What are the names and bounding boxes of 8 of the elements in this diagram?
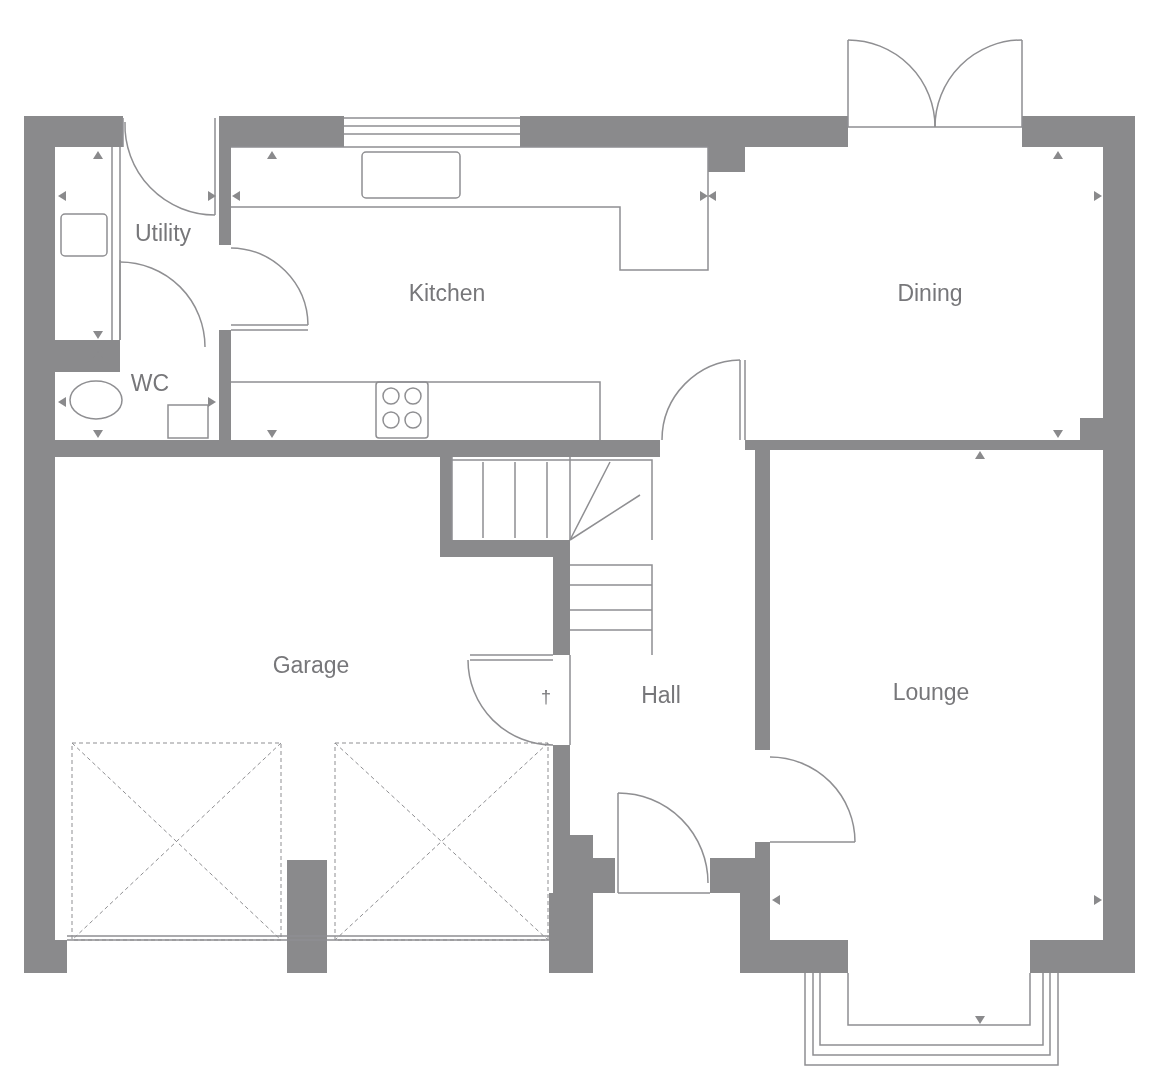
room-label: Kitchen: [408, 279, 486, 307]
room-label: Hall: [641, 681, 681, 709]
room-label: Garage: [272, 651, 350, 679]
room-label: Utility: [134, 219, 192, 247]
room-label: Lounge: [892, 678, 970, 706]
room-label: Dining: [897, 279, 963, 307]
room-label: WC: [130, 369, 170, 397]
dagger-mark: †: [541, 686, 551, 708]
